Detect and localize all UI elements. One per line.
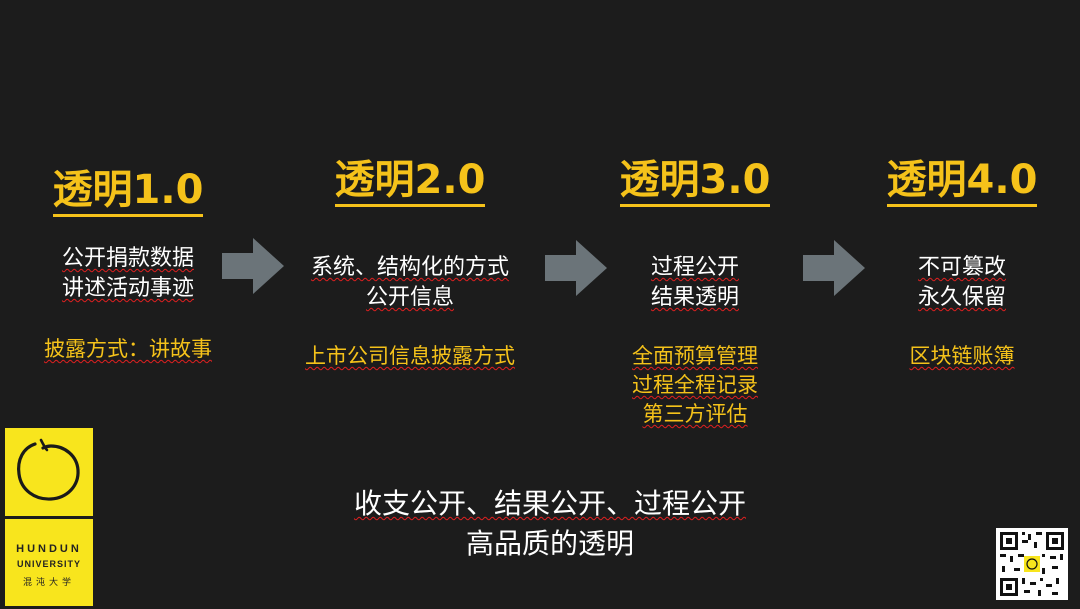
stage-3-method: 全面预算管理 过程全程记录 第三方评估 [565,342,825,429]
right-arrow-icon [222,238,284,294]
stage-1-method: 披露方式：讲故事 [0,335,258,364]
stage-2-title: 透明2.0 [280,160,540,207]
stage-4-title: 透明4.0 [832,160,1080,207]
stage-1-description: 公开捐款数据 讲述活动事迹 [0,244,258,304]
right-arrow-icon [545,240,607,296]
stage-3-method-line-2: 过程全程记录 [632,373,758,397]
stage-2-method: 上市公司信息披露方式 [280,342,540,371]
stage-3-title: 透明3.0 [565,160,825,207]
stage-2-title-text: 透明2.0 [334,160,486,207]
stage-2-desc-line-2: 公开信息 [365,285,454,310]
stage-2-description: 系统、结构化的方式 公开信息 [280,253,540,313]
summary: 收支公开、结果公开、过程公开 高品质的透明 [250,484,850,564]
stage-1-desc-line-1: 公开捐款数据 [61,246,194,271]
logo-line-3: 混沌大学 [22,578,75,588]
stage-4-method-line-1: 区块链账簿 [909,344,1015,368]
stage-1-title: 透明1.0 [0,170,258,217]
stage-2-method-line-1: 上市公司信息披露方式 [305,344,515,368]
stage-1-method-line-1: 披露方式：讲故事 [44,337,212,361]
stage-3-method-line-3: 第三方评估 [642,402,748,426]
hundun-logo-text: HUNDUN UNIVERSITY 混沌大学 [5,519,93,606]
stage-4-desc-line-2: 永久保留 [917,285,1006,310]
stage-3-method-line-1: 全面预算管理 [632,344,758,368]
right-arrow-icon [803,240,865,296]
stage-4-desc-line-1: 不可篡改 [917,255,1006,280]
stage-4-method: 区块链账簿 [832,342,1080,371]
logo-line-2: UNIVERSITY [16,559,81,569]
stage-3-desc-line-1: 过程公开 [650,255,739,280]
stage-2-desc-line-1: 系统、结构化的方式 [310,255,509,280]
stage-4-title-text: 透明4.0 [886,160,1038,207]
hundun-logo: HUNDUN UNIVERSITY 混沌大学 [5,428,93,606]
qr-code-icon [996,528,1068,600]
hundun-circle-logo-icon [5,428,93,516]
stage-3-title-text: 透明3.0 [619,160,771,207]
stage-3-desc-line-2: 结果透明 [650,285,739,310]
stage-3-description: 过程公开 结果透明 [565,253,825,313]
stage-1-title-text: 透明1.0 [52,170,204,217]
logo-line-1: HUNDUN [16,543,82,555]
stage-1-desc-line-2: 讲述活动事迹 [61,276,194,301]
stage-4-description: 不可篡改 永久保留 [832,253,1080,313]
summary-line-1: 收支公开、结果公开、过程公开 [353,487,746,520]
summary-line-2: 高品质的透明 [465,527,634,560]
